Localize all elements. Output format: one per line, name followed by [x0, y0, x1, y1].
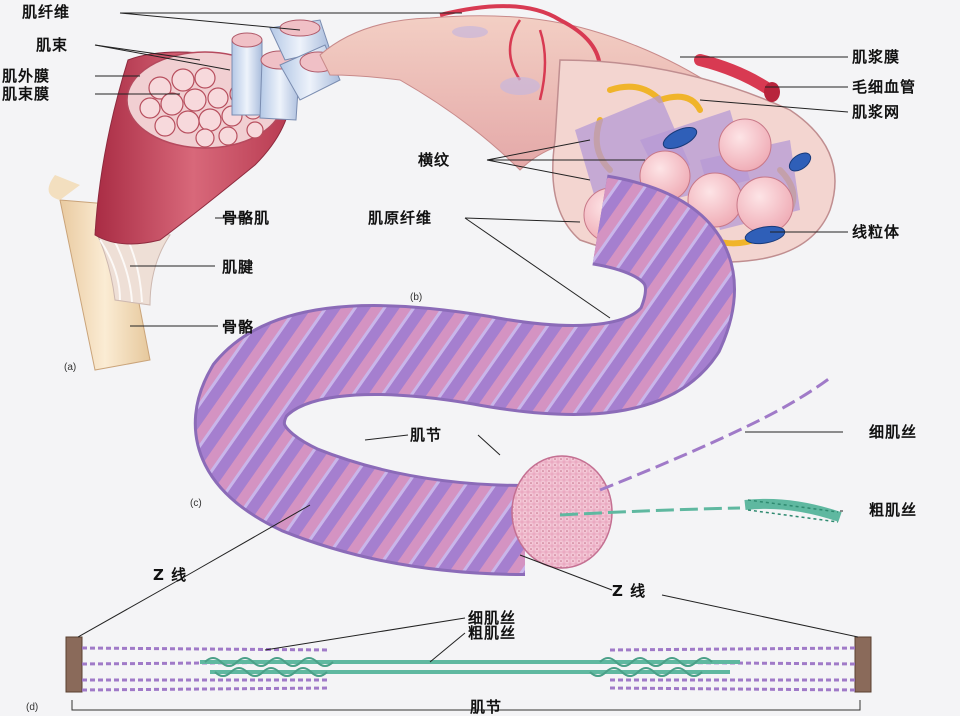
label-tendon: 肌腱 — [222, 258, 255, 276]
panel-b-muscle-fiber — [319, 4, 836, 263]
label-thick-filament-c: 粗肌丝 — [869, 501, 918, 519]
leader-lines — [77, 12, 859, 663]
label-mitochondria: 线粒体 — [852, 223, 901, 241]
label-bone: 骨骼 — [222, 318, 255, 336]
panel-marker-d: (d) — [26, 702, 39, 713]
label-sarcoplasmic-reticulum: 肌浆网 — [852, 103, 901, 121]
label-myofibril: 肌原纤维 — [368, 209, 433, 227]
label-perimysium: 肌束膜 — [2, 85, 51, 103]
label-fascicle: 肌束 — [36, 36, 69, 54]
label-striation: 横纹 — [418, 151, 451, 169]
panel-d-sarcomere — [65, 636, 872, 711]
label-sarcomere-d: 肌节 — [470, 698, 503, 716]
panel-a-muscle — [48, 19, 341, 371]
panel-marker-b: (b) — [410, 292, 423, 303]
label-epimysium: 肌外膜 — [2, 67, 51, 85]
panel-marker-a: (a) — [64, 362, 77, 373]
label-skeletal-muscle: 骨骼肌 — [222, 209, 271, 227]
label-z-line-left: Z 线 — [153, 566, 188, 584]
label-muscle-fiber: 肌纤维 — [22, 3, 71, 21]
panel-c-myofibril — [193, 174, 842, 576]
panel-marker-c: (c) — [190, 498, 202, 509]
label-sarcomere-c: 肌节 — [410, 426, 443, 444]
label-thin-filament-d: 细肌丝 — [468, 609, 517, 627]
label-thin-filament-c: 细肌丝 — [869, 423, 918, 441]
label-sarcolemma: 肌浆膜 — [852, 48, 901, 66]
label-thick-filament-d: 粗肌丝 — [468, 624, 517, 642]
label-capillary: 毛细血管 — [852, 78, 917, 96]
label-z-line-right: Z 线 — [612, 582, 647, 600]
